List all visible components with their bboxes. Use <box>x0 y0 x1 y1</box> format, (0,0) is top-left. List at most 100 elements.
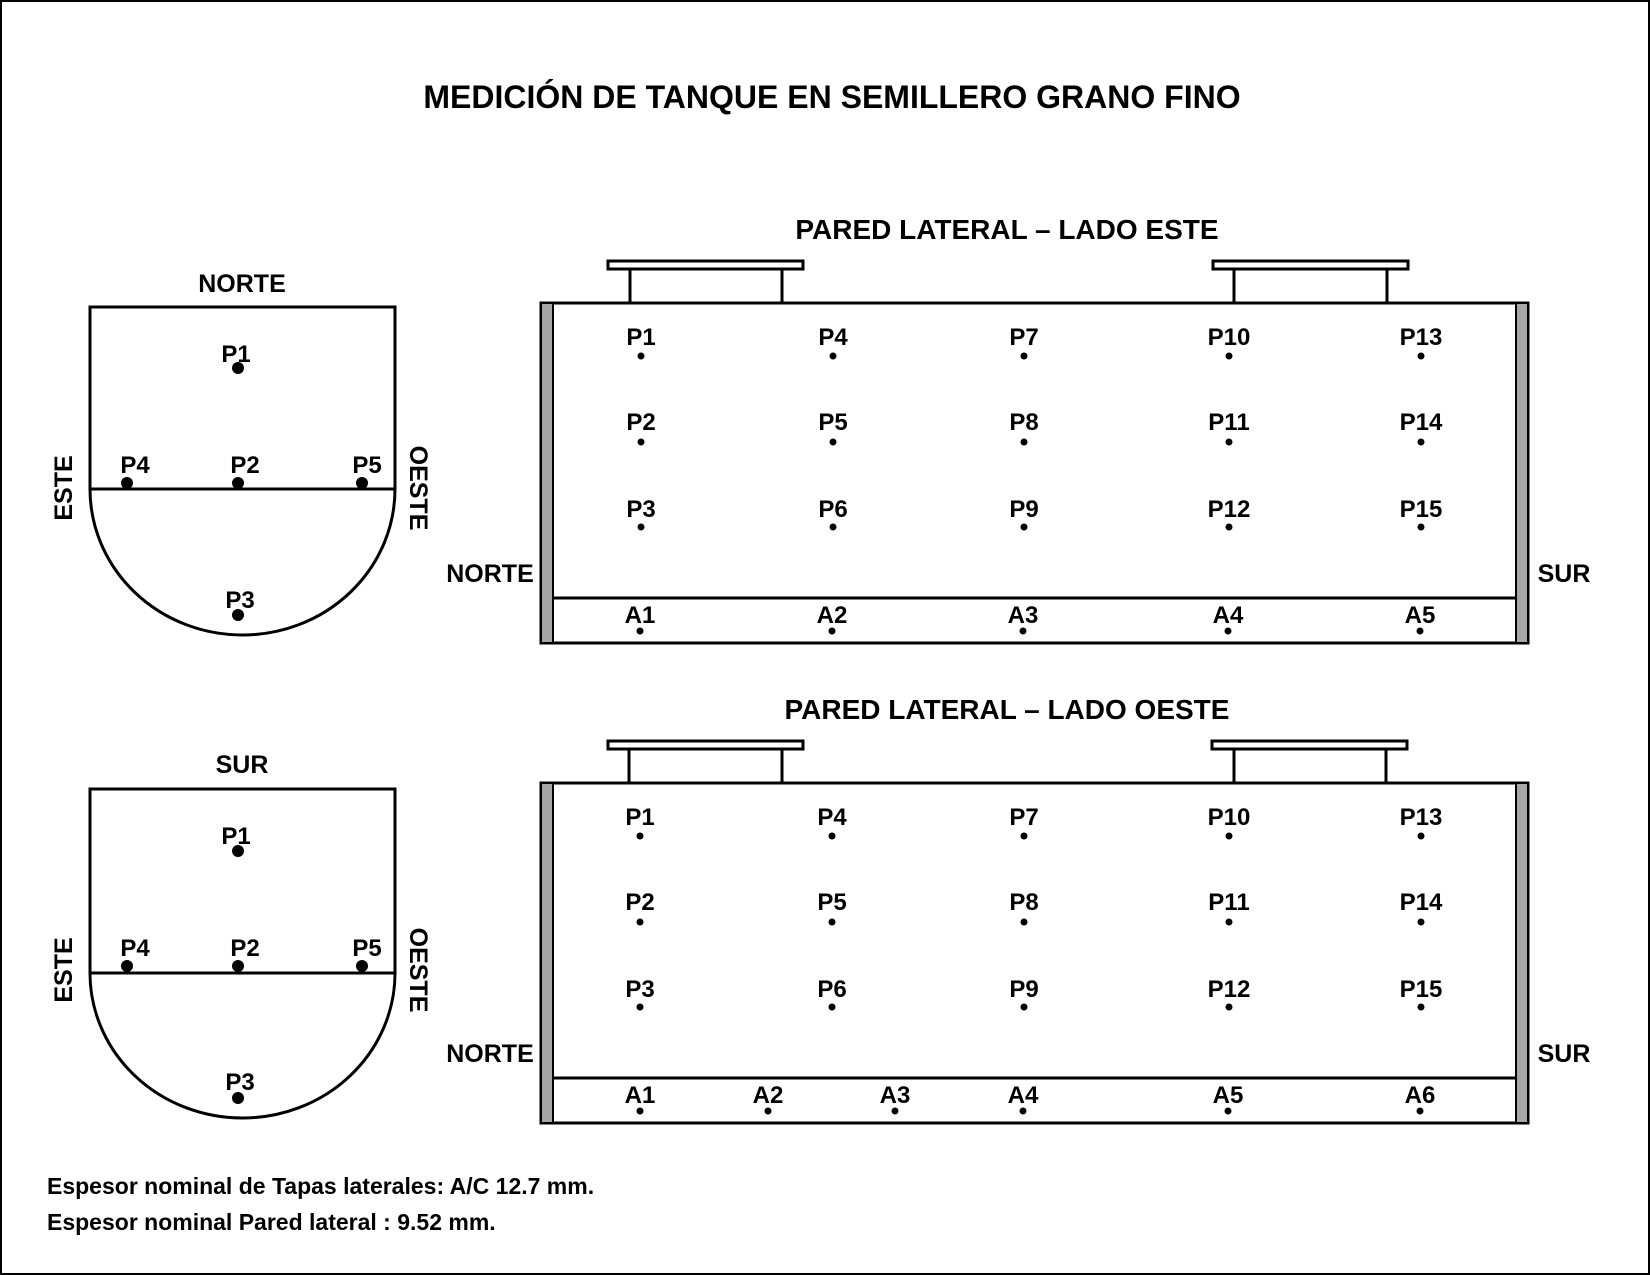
point-label: P7 <box>1009 324 1038 351</box>
point-label: P10 <box>1208 804 1251 831</box>
point-label: P12 <box>1208 976 1251 1003</box>
measurement-point <box>828 918 836 926</box>
measurement-point <box>356 960 368 972</box>
measurement-point <box>1020 918 1028 926</box>
measurement-point <box>1417 352 1425 360</box>
end-wall-edge <box>1515 782 1529 1124</box>
measurement-point <box>1019 1107 1027 1115</box>
measurement-point <box>1225 832 1233 840</box>
measurement-point <box>232 1092 244 1104</box>
side-wall-left-label: NORTE <box>446 1040 534 1068</box>
point-label: P1 <box>626 324 655 351</box>
end-cap-right-label: OESTE <box>404 928 432 1013</box>
measurement-point <box>1417 832 1425 840</box>
manway-cover <box>1211 259 1410 271</box>
end-cap-point-label: P5 <box>352 935 381 962</box>
point-label: P3 <box>626 496 655 523</box>
point-label: P14 <box>1400 889 1443 916</box>
manway-cover <box>606 259 805 271</box>
measurement-point <box>1417 918 1425 926</box>
end-cap-right-label: OESTE <box>404 446 432 531</box>
measurement-point <box>1020 832 1028 840</box>
manway-cover <box>1210 739 1409 751</box>
point-label: P2 <box>625 889 654 916</box>
side-wall-right-label: SUR <box>1538 560 1591 588</box>
end-cap-north: NORTE ESTE OESTE P1 P2 P3 P4 P5 <box>50 270 432 637</box>
measurement-point <box>636 627 644 635</box>
point-label: P13 <box>1400 804 1443 831</box>
measurement-point <box>1417 1003 1425 1011</box>
point-label: A3 <box>880 1082 911 1109</box>
end-cap-top-label: SUR <box>216 751 269 779</box>
measurement-point <box>1225 352 1233 360</box>
end-cap-point-label: P2 <box>230 935 259 962</box>
measurement-point <box>1020 352 1028 360</box>
point-label: P4 <box>817 804 847 831</box>
point-label: P5 <box>817 889 846 916</box>
measurement-point <box>636 1107 644 1115</box>
measurement-point <box>1225 918 1233 926</box>
point-label: P13 <box>1400 324 1443 351</box>
end-cap-point-label: P2 <box>230 452 259 479</box>
note-side-wall-thickness: Espesor nominal Pared lateral : 9.52 mm. <box>47 1209 496 1235</box>
measurement-point <box>232 960 244 972</box>
point-label: A2 <box>753 1082 784 1109</box>
measurement-point <box>1020 523 1028 531</box>
measurement-point <box>828 627 836 635</box>
point-label: P15 <box>1400 496 1443 523</box>
measurement-point <box>232 845 244 857</box>
end-cap-outline <box>88 787 397 1120</box>
measurement-point <box>1224 627 1232 635</box>
end-cap-left-label: ESTE <box>50 937 78 1002</box>
end-wall-edge <box>540 302 554 644</box>
end-wall-edge <box>1515 302 1529 644</box>
measurement-point <box>636 832 644 840</box>
measurement-point <box>636 918 644 926</box>
measurement-point <box>232 477 244 489</box>
measurement-point <box>232 609 244 621</box>
manway-cover <box>606 739 805 751</box>
note-end-cap-thickness: Espesor nominal de Tapas laterales: A/C … <box>47 1173 594 1199</box>
end-cap-point-label: P5 <box>352 452 381 479</box>
point-label: A2 <box>817 602 848 629</box>
measurement-point <box>1019 627 1027 635</box>
measurement-point <box>764 1107 772 1115</box>
point-label: P6 <box>818 496 847 523</box>
measurement-point <box>829 523 837 531</box>
end-cap-left-label: ESTE <box>50 455 78 520</box>
measurement-point <box>121 960 133 972</box>
side-wall-outline <box>539 301 1530 645</box>
point-label: P14 <box>1400 409 1443 436</box>
point-label: P10 <box>1208 324 1251 351</box>
end-cap-point-label: P3 <box>225 1069 254 1096</box>
point-label: P9 <box>1009 496 1038 523</box>
measurement-point <box>636 1003 644 1011</box>
point-label: A1 <box>625 1082 656 1109</box>
point-label: P12 <box>1208 496 1251 523</box>
point-label: P11 <box>1208 889 1249 916</box>
point-label: P4 <box>818 324 848 351</box>
measurement-point <box>1020 1003 1028 1011</box>
measurement-point <box>637 352 645 360</box>
measurement-point <box>1020 438 1028 446</box>
point-label: A5 <box>1213 1082 1244 1109</box>
point-label: P15 <box>1400 976 1443 1003</box>
point-label: P8 <box>1009 889 1038 916</box>
measurement-point <box>891 1107 899 1115</box>
measurement-point <box>1224 1107 1232 1115</box>
end-cap-south: SUR ESTE OESTE P1 P2 P3 P4 P5 <box>50 751 432 1120</box>
measurement-point <box>1225 1003 1233 1011</box>
point-label: P9 <box>1009 976 1038 1003</box>
end-cap-outline <box>88 305 397 637</box>
point-label: A4 <box>1213 602 1244 629</box>
end-wall-edge <box>540 782 554 1124</box>
measurement-point <box>1416 627 1424 635</box>
point-label: P2 <box>626 409 655 436</box>
measurement-point <box>1417 438 1425 446</box>
point-label: P3 <box>625 976 654 1003</box>
point-label: P11 <box>1208 409 1249 436</box>
measurement-point <box>829 352 837 360</box>
